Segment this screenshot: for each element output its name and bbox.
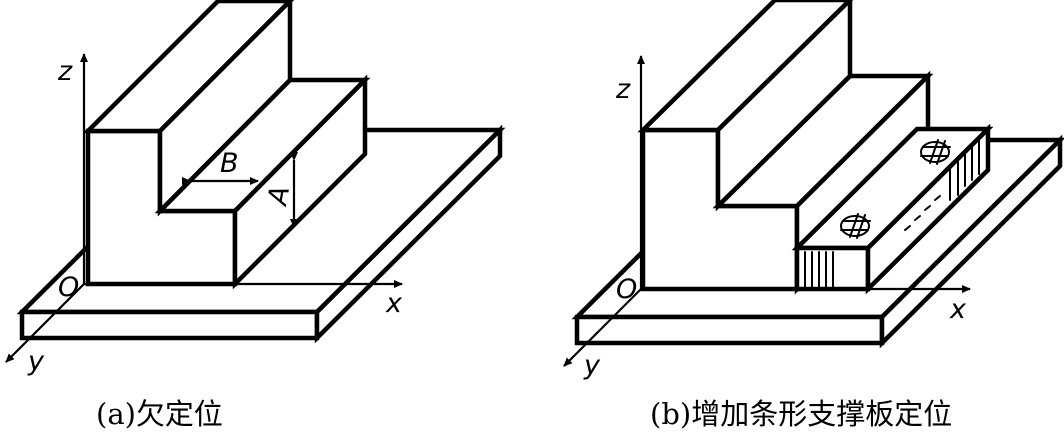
z-label: z (615, 74, 631, 105)
y-axis (5, 283, 85, 363)
strip-support-plate (791, 123, 994, 295)
y-label: y (583, 350, 601, 381)
axes-b (563, 55, 971, 367)
z-label: z (57, 56, 73, 87)
origin-label: O (616, 274, 637, 305)
y-axis (563, 288, 642, 367)
screw-symbol-front (840, 213, 871, 239)
figure-b: z x y O (b)增加条形支撑板定位 (563, 0, 1064, 431)
caption-b: (b)增加条形支撑板定位 (650, 397, 952, 431)
x-label: x (385, 288, 403, 319)
dimension-b-label: B (220, 148, 239, 179)
front-face-hatching (804, 251, 834, 288)
axes-a (5, 53, 403, 363)
origin-label: O (58, 272, 79, 303)
x-label: x (949, 294, 967, 325)
screw-symbol-back (920, 139, 951, 165)
y-label: y (27, 346, 45, 377)
caption-a: (a)欠定位 (96, 397, 223, 431)
side-face-hatching (904, 137, 980, 231)
figure-a: z x y O B A (a)欠定位 (5, 0, 506, 431)
l-workpiece (82, 0, 371, 290)
